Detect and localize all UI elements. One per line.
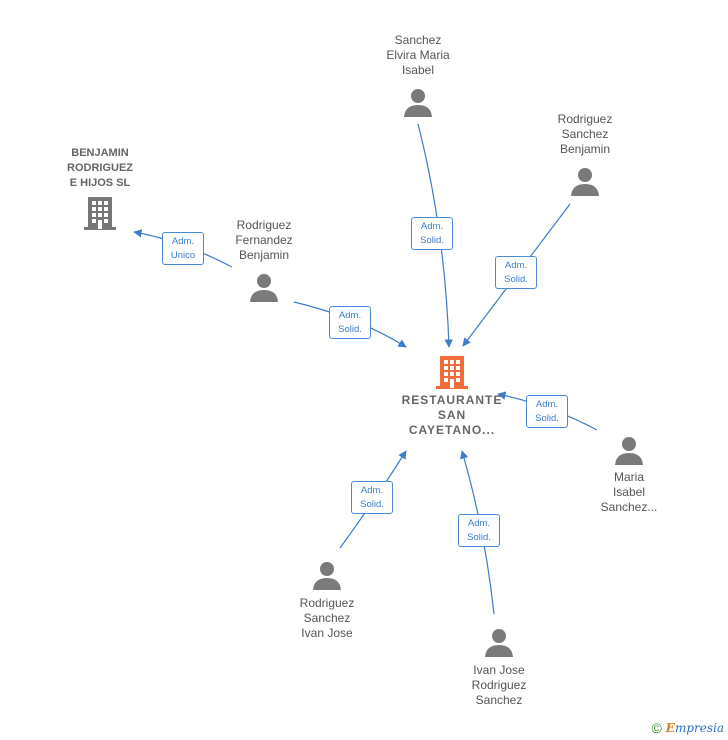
- badge-line-1: Adm.: [504, 260, 528, 271]
- badge-line-1: Adm.: [338, 310, 362, 321]
- person-label: Rodriguez Sanchez Ivan Jose: [299, 596, 355, 640]
- badge-line-2: Solid.: [504, 274, 528, 285]
- person-label: Sanchez Elvira Maria Isabel: [386, 33, 450, 77]
- person-label: Maria Isabel Sanchez...: [600, 470, 658, 514]
- relation-badge-adm-solid[interactable]: Adm. Solid.: [495, 256, 537, 289]
- badge-line-2: Solid.: [360, 499, 384, 510]
- badge-line-1: Adm.: [535, 399, 559, 410]
- copyright-icon: ©: [651, 720, 662, 736]
- person-icon: [485, 629, 513, 657]
- footer-brand[interactable]: © Empresia: [651, 720, 724, 736]
- person-icon: [313, 562, 341, 590]
- badge-line-1: Adm.: [467, 518, 491, 529]
- relation-badge-adm-solid[interactable]: Adm. Solid.: [411, 217, 453, 250]
- person-icon: [250, 274, 278, 302]
- person-icon: [615, 437, 643, 465]
- main-company-label: RESTAURANTE SAN CAYETANO...: [401, 393, 503, 437]
- badge-line-2: Solid.: [535, 413, 559, 424]
- building-icon: [84, 197, 116, 230]
- badge-line-2: Solid.: [420, 235, 444, 246]
- company-label: BENJAMIN RODRIGUEZ E HIJOS SL: [67, 147, 133, 189]
- person-icon: [404, 89, 432, 117]
- badge-line-2: Unico: [170, 250, 196, 261]
- person-label: Rodriguez Sanchez Benjamin: [557, 112, 613, 156]
- badge-line-2: Solid.: [338, 324, 362, 335]
- relation-badge-adm-solid[interactable]: Adm. Solid.: [329, 306, 371, 339]
- badge-line-1: Adm.: [420, 221, 444, 232]
- badge-line-2: Solid.: [467, 532, 491, 543]
- relation-badge-adm-solid[interactable]: Adm. Solid.: [526, 395, 568, 428]
- person-icon: [571, 168, 599, 196]
- badge-line-1: Adm.: [360, 485, 384, 496]
- person-label: Ivan Jose Rodriguez Sanchez: [471, 663, 527, 707]
- relation-badge-adm-unico[interactable]: Adm. Unico: [162, 232, 204, 265]
- relation-badge-adm-solid[interactable]: Adm. Solid.: [351, 481, 393, 514]
- brand-logo: Empresia: [665, 721, 724, 735]
- building-icon: [436, 356, 468, 389]
- person-label: Rodriguez Fernandez Benjamin: [235, 218, 293, 262]
- badge-line-1: Adm.: [171, 236, 195, 247]
- relation-badge-adm-solid[interactable]: Adm. Solid.: [458, 514, 500, 547]
